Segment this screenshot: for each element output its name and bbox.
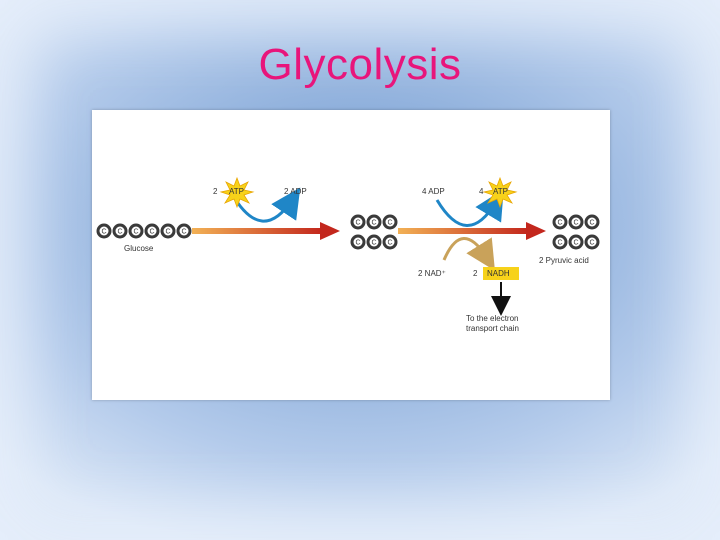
atp-payoff-arrow bbox=[435, 189, 504, 227]
carbon-atom: C bbox=[382, 234, 398, 250]
carbon-atom: C bbox=[552, 234, 568, 250]
carbon-symbol: C bbox=[181, 229, 186, 236]
carbon-atom: C bbox=[144, 223, 160, 239]
carbon-atom: C bbox=[350, 214, 366, 230]
carbon-symbol: C bbox=[573, 220, 578, 227]
carbon-atom: C bbox=[568, 214, 584, 230]
atp-out-label: ATP bbox=[493, 187, 508, 196]
carbon-atom: C bbox=[160, 223, 176, 239]
carbon-atom: C bbox=[568, 234, 584, 250]
reaction-arrow-2 bbox=[398, 222, 546, 240]
carbon-symbol: C bbox=[371, 240, 376, 247]
carbon-atom: C bbox=[96, 223, 112, 239]
carbon-atom: C bbox=[176, 223, 192, 239]
pyruvic-acid-molecules: C C C C C C bbox=[552, 214, 600, 250]
carbon-atom: C bbox=[128, 223, 144, 239]
carbon-symbol: C bbox=[355, 220, 360, 227]
atp-starburst-icon bbox=[219, 176, 255, 209]
intermediate-molecules: C C C C C C bbox=[350, 214, 398, 250]
carbon-atom: C bbox=[584, 214, 600, 230]
carbon-symbol: C bbox=[117, 229, 122, 236]
carbon-symbol: C bbox=[557, 240, 562, 247]
carbon-atom: C bbox=[552, 214, 568, 230]
glycolysis-figure: C C C C C C Glucose C C C C C C C C C C C C 2 Pyruvic a… bbox=[92, 110, 610, 400]
reaction-arrow-1 bbox=[192, 222, 340, 240]
electron-transport-line2: transport chain bbox=[466, 324, 519, 333]
carbon-symbol: C bbox=[589, 220, 594, 227]
carbon-symbol: C bbox=[371, 220, 376, 227]
carbon-symbol: C bbox=[149, 229, 154, 236]
carbon-symbol: C bbox=[557, 220, 562, 227]
adp-in-label: 4 ADP bbox=[422, 187, 445, 196]
nad-reduction-arrow bbox=[442, 237, 495, 271]
carbon-atom: C bbox=[350, 234, 366, 250]
nadh-label: NADH bbox=[487, 269, 510, 278]
carbon-atom: C bbox=[382, 214, 398, 230]
carbon-symbol: C bbox=[387, 240, 392, 247]
carbon-symbol: C bbox=[387, 220, 392, 227]
glycolysis-diagram: C C C C C C Glucose C C C C C C C C C C C C 2 Pyruvic a… bbox=[96, 176, 600, 333]
pyruvic-acid-label: 2 Pyruvic acid bbox=[539, 256, 589, 265]
glucose-label: Glucose bbox=[124, 244, 154, 253]
slide-title: Glycolysis bbox=[258, 40, 462, 89]
nadh-count: 2 bbox=[473, 269, 478, 278]
carbon-symbol: C bbox=[101, 229, 106, 236]
carbon-atom: C bbox=[584, 234, 600, 250]
atp-in-count: 2 bbox=[213, 187, 218, 196]
carbon-atom: C bbox=[366, 214, 382, 230]
nad-label: 2 NAD⁺ bbox=[418, 269, 446, 278]
electron-transport-line1: To the electron bbox=[466, 314, 518, 323]
atp-out-count: 4 bbox=[479, 187, 484, 196]
carbon-atom: C bbox=[112, 223, 128, 239]
carbon-symbol: C bbox=[589, 240, 594, 247]
adp-out-label: 2 ADP bbox=[284, 187, 307, 196]
atp-payoff-starburst-icon bbox=[482, 176, 518, 209]
carbon-symbol: C bbox=[573, 240, 578, 247]
carbon-atom: C bbox=[366, 234, 382, 250]
carbon-symbol: C bbox=[133, 229, 138, 236]
nadh-box bbox=[483, 267, 519, 280]
carbon-symbol: C bbox=[355, 240, 360, 247]
carbon-symbol: C bbox=[165, 229, 170, 236]
atp-in-label: ATP bbox=[229, 187, 244, 196]
